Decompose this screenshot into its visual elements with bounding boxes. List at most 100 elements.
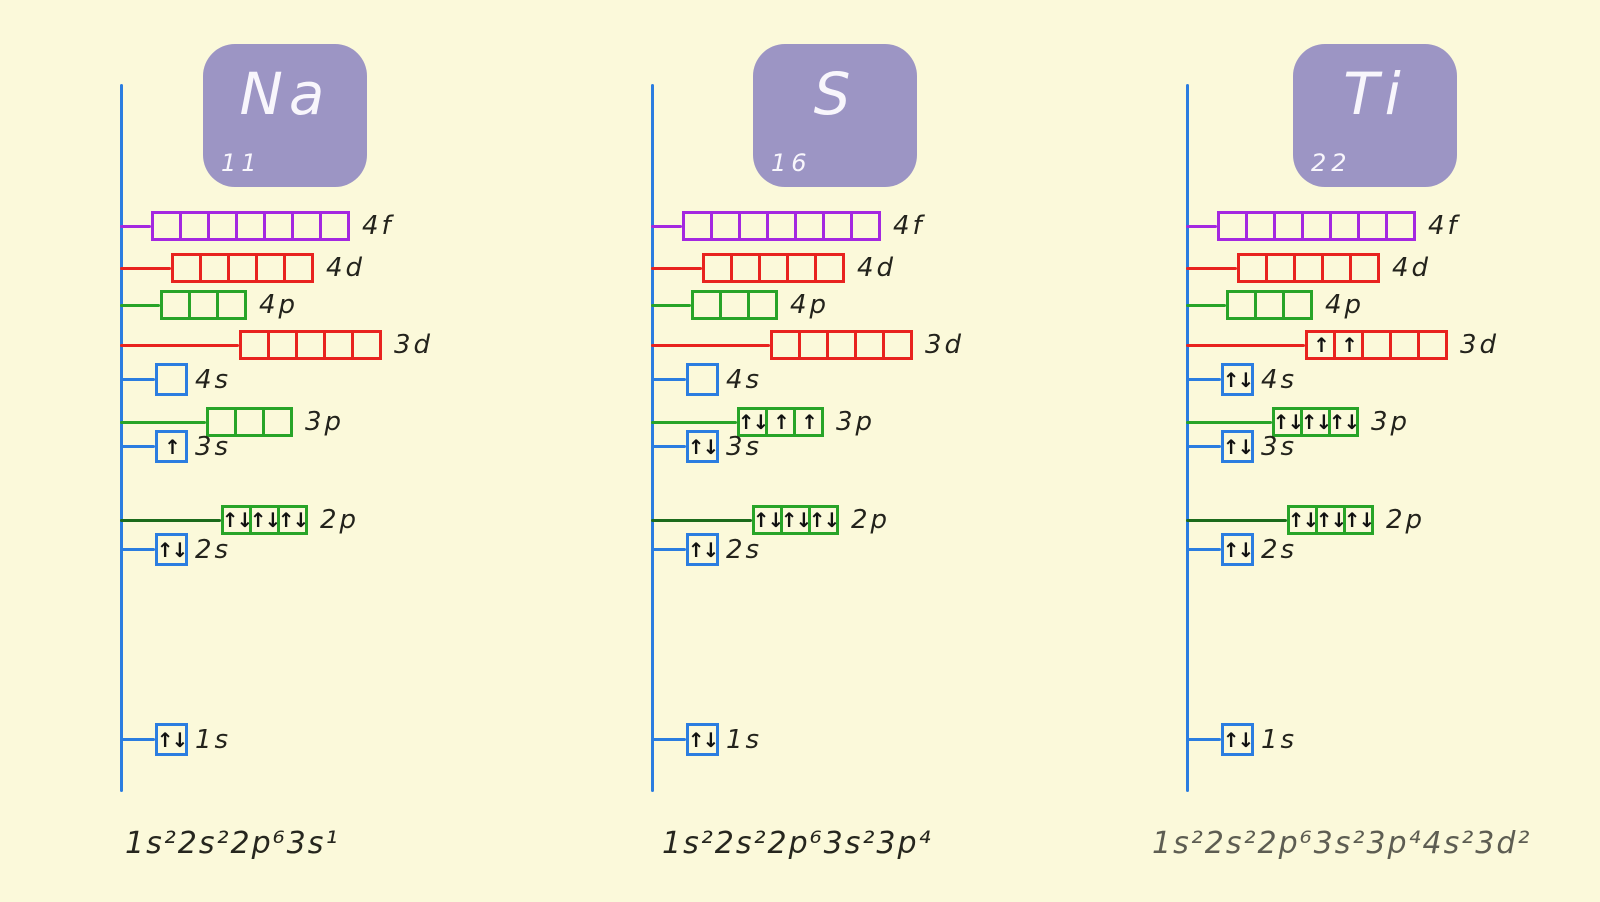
orbital-box: [291, 211, 322, 241]
electron-configuration-text: 1s²2s²2p⁶3s¹: [125, 826, 340, 861]
orbital-label: 4s: [195, 364, 232, 395]
orbital-box: ↑↓: [686, 430, 719, 463]
orbital-connector: [651, 303, 691, 307]
orbital-boxes-4s: [686, 363, 719, 396]
element-atomic-number: 11: [221, 149, 262, 177]
orbital-box: [188, 290, 219, 320]
orbital-box: [1349, 253, 1380, 283]
orbital-box: [234, 407, 265, 437]
orbital-boxes-4s: ↑↓: [1221, 363, 1254, 396]
orbital-box: ↑: [1333, 330, 1364, 360]
orbital-connector: [1186, 518, 1287, 522]
orbital-box: ↑↓: [1328, 407, 1360, 437]
orbital-box: [758, 253, 789, 283]
orbital-connector: [120, 548, 155, 551]
orbital-box: [766, 211, 797, 241]
electron-arrows: ↑↓: [687, 727, 719, 752]
orbital-boxes-2s: ↑↓: [1221, 533, 1254, 566]
electron-arrows: ↑: [801, 410, 818, 434]
orbital-boxes-4d: [1237, 253, 1380, 283]
orbital-box: [691, 290, 722, 320]
orbital-box: ↑: [793, 407, 824, 437]
element-tile: Na 11: [203, 44, 367, 187]
orbital-boxes-1s: ↑↓: [155, 723, 188, 756]
orbital-label: 4p: [790, 290, 830, 320]
electron-arrows: ↑↓: [1222, 727, 1254, 752]
orbital-label: 2p: [851, 505, 891, 535]
orbital-connector: [120, 738, 155, 741]
orbital-connector: [120, 445, 155, 448]
orbital-connector: [651, 378, 686, 381]
orbital-label: 4d: [326, 253, 366, 283]
electron-arrows: ↑↓: [1222, 537, 1254, 562]
orbital-label: 4d: [1392, 253, 1432, 283]
orbital-box: [171, 253, 202, 283]
orbital-label: 2s: [1261, 534, 1298, 565]
electron-arrows: ↑↓: [1343, 508, 1375, 532]
orbital-boxes-3s: ↑: [155, 430, 188, 463]
energy-axis: [1186, 84, 1189, 792]
orbital-box: ↑↓: [1300, 407, 1332, 437]
orbital-box: [710, 211, 741, 241]
electron-arrows: ↑↓: [1272, 410, 1304, 434]
electron-arrows: ↑: [1341, 333, 1358, 357]
orbital-box: [263, 211, 294, 241]
orbital-box: [682, 211, 713, 241]
orbital-label: 1s: [1261, 724, 1298, 755]
element-symbol: Na: [239, 60, 331, 128]
orbital-boxes-3d: ↑↑: [1305, 330, 1448, 360]
orbital-boxes-4p: [691, 290, 778, 320]
orbital-box: [295, 330, 326, 360]
element-atomic-number: 16: [771, 149, 812, 177]
electron-arrows: ↑: [773, 410, 790, 434]
orbital-boxes-4d: [171, 253, 314, 283]
orbital-box: ↑↓: [1221, 533, 1254, 566]
orbital-boxes-4f: [682, 211, 881, 241]
orbital-box: ↑↓: [780, 505, 812, 535]
electron-arrows: ↑↓: [156, 727, 188, 752]
orbital-box: [1254, 290, 1285, 320]
orbital-box: ↑↓: [1287, 505, 1319, 535]
element-atomic-number: 22: [1311, 149, 1352, 177]
orbital-box: ↑↓: [155, 723, 188, 756]
orbital-box: [738, 211, 769, 241]
orbital-box: [267, 330, 298, 360]
electron-arrows: ↑↓: [780, 508, 812, 532]
orbital-box: [882, 330, 913, 360]
orbital-box: [1265, 253, 1296, 283]
orbital-box: [255, 253, 286, 283]
orbital-box: [160, 290, 191, 320]
orbital-label: 2s: [726, 534, 763, 565]
orbital-label: 3s: [726, 431, 763, 462]
orbital-connector: [120, 343, 239, 347]
orbital-connector: [120, 420, 206, 424]
electron-arrows: ↑↓: [737, 410, 769, 434]
orbital-label: 3p: [836, 407, 876, 437]
electron-arrows: ↑↓: [687, 434, 719, 459]
orbital-box: [1357, 211, 1388, 241]
electron-arrows: ↑↓: [687, 537, 719, 562]
orbital-box: [826, 330, 857, 360]
orbital-label: 4s: [1261, 364, 1298, 395]
orbital-box: [1273, 211, 1304, 241]
orbital-box: ↑↓: [686, 533, 719, 566]
orbital-box: [1282, 290, 1313, 320]
orbital-boxes-1s: ↑↓: [1221, 723, 1254, 756]
orbital-box: [351, 330, 382, 360]
orbital-box: [719, 290, 750, 320]
orbital-connector: [651, 420, 737, 424]
orbital-label: 3d: [394, 330, 434, 360]
element-symbol: Ti: [1343, 60, 1407, 128]
orbital-box: [1389, 330, 1420, 360]
orbital-boxes-3p: ↑↓↑↑: [737, 407, 824, 437]
orbital-label: 4f: [362, 211, 394, 241]
electron-arrows: ↑↓: [249, 508, 281, 532]
electron-arrows: ↑↓: [277, 508, 309, 532]
orbital-boxes-4f: [151, 211, 350, 241]
orbital-box: ↑↓: [686, 723, 719, 756]
orbital-boxes-4p: [160, 290, 247, 320]
orbital-box: [1301, 211, 1332, 241]
orbital-label: 1s: [195, 724, 232, 755]
electron-arrows: ↑: [164, 434, 181, 459]
